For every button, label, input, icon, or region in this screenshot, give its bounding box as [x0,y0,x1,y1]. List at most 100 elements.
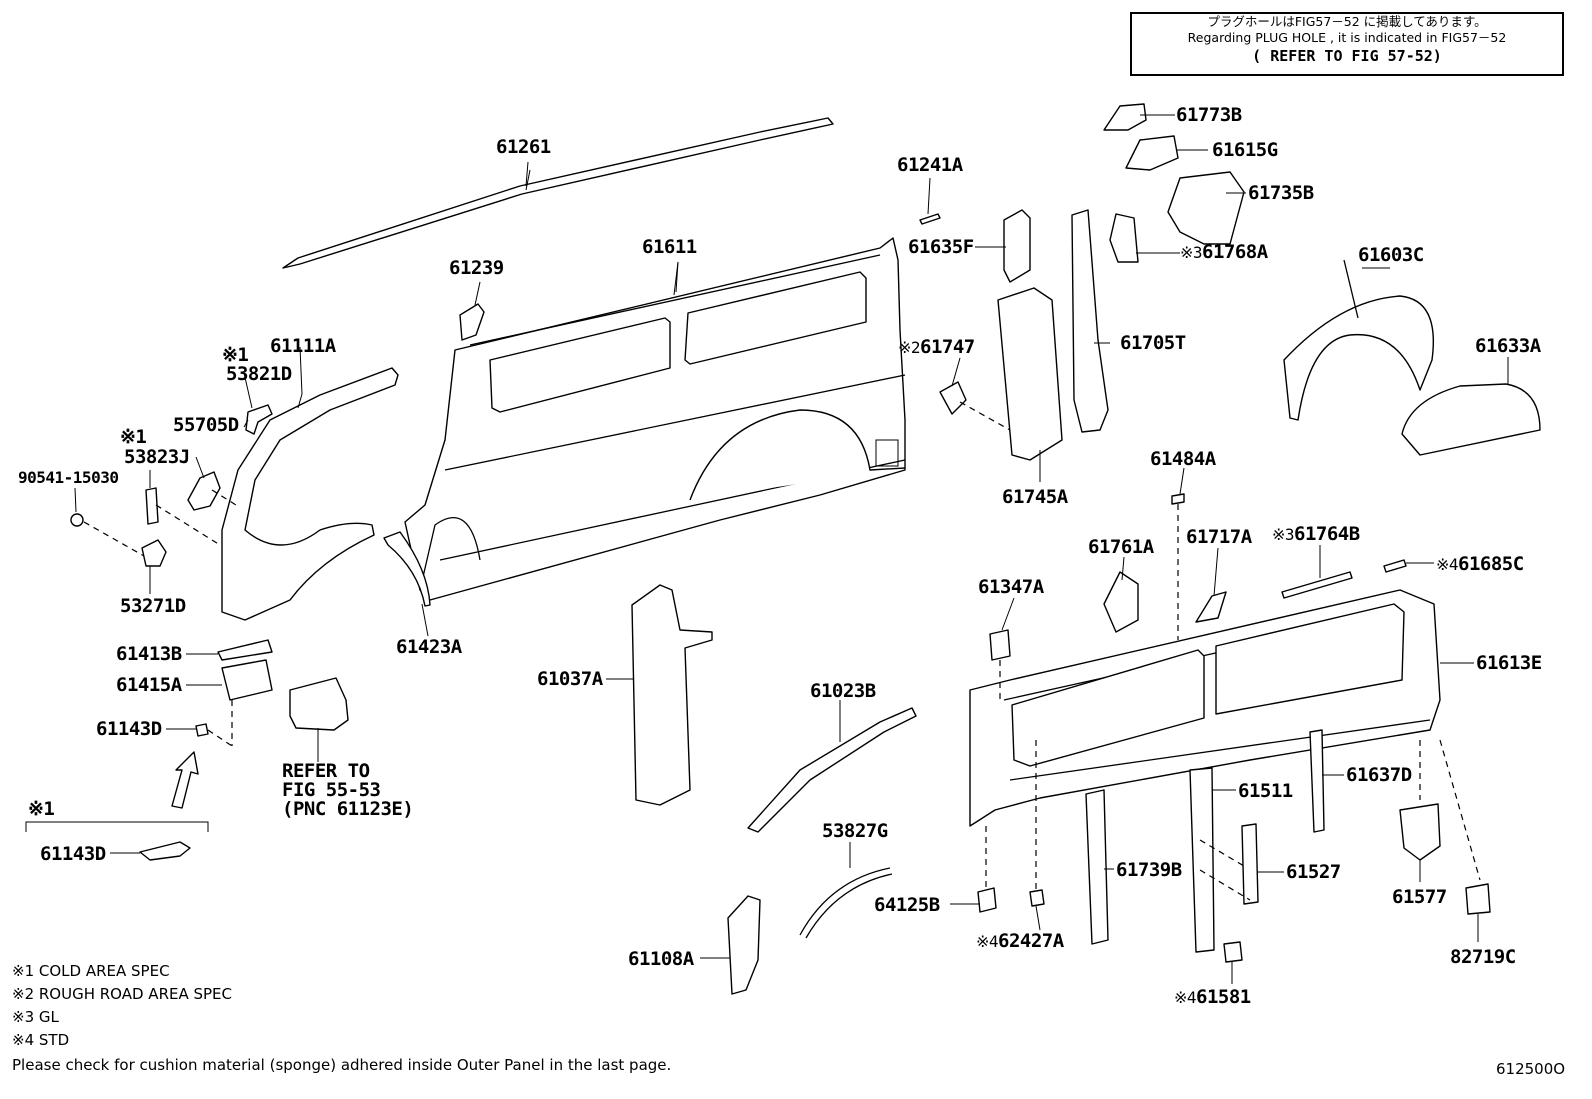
part-61747 [939,381,967,415]
label-61037A[interactable]: 61037A [537,668,603,690]
label-61761A[interactable]: 61761A [1088,536,1154,558]
part-61577 [1399,803,1441,861]
part-61108A [727,895,761,995]
label-61511[interactable]: 61511 [1238,780,1293,802]
label-61717A[interactable]: 61717A [1186,526,1252,548]
label-61581[interactable]: ※461581 [1174,988,1251,1007]
note-line-jp: プラグホールはFIG57－52 に掲載してあります。 [1207,14,1487,29]
label-61143D-a[interactable]: 61143D [96,718,162,740]
label-61637D[interactable]: 61637D [1346,764,1412,786]
label-61603C[interactable]: 61603C [1358,244,1424,266]
label-61745A[interactable]: 61745A [1002,486,1068,508]
label-61747[interactable]: ※261747 [898,338,975,357]
label-61764B-text: 61764B [1294,523,1360,545]
label-90541-15030[interactable]: 90541-15030 [18,468,119,487]
part-61768A [1109,213,1139,263]
label-61111A[interactable]: 61111A [270,335,336,357]
part-61739B [1085,789,1109,945]
label-62427A-text: 62427A [998,930,1064,952]
label-61413B[interactable]: 61413B [116,643,182,665]
label-61239[interactable]: 61239 [449,257,504,279]
part-61637D [1309,729,1325,833]
label-61705T[interactable]: 61705T [1120,332,1186,354]
label-61577[interactable]: 61577 [1392,886,1447,908]
liner-61423A [383,531,431,607]
label-61768A-text: 61768A [1202,241,1268,263]
label-61735B[interactable]: 61735B [1248,182,1314,204]
label-61685C-text: 61685C [1458,553,1524,575]
label-61685C[interactable]: ※461685C [1436,555,1524,574]
part-62427A [1029,889,1045,907]
part-61511 [1189,767,1215,953]
cold-area-bracket [25,821,209,832]
part-53821D [245,404,273,435]
pillar-61635F [1003,209,1031,283]
part-61527 [1241,823,1259,905]
member-61023B [747,707,917,833]
label-64125B[interactable]: 64125B [874,894,940,916]
label-61581-text: 61581 [1196,986,1251,1008]
mark-3-b: ※3 [1272,525,1295,544]
label-61773B[interactable]: 61773B [1176,104,1242,126]
label-61423A[interactable]: 61423A [396,636,462,658]
part-61717A [1195,591,1227,623]
label-61768A[interactable]: ※361768A [1180,243,1268,262]
label-53271D[interactable]: 53271D [120,595,186,617]
note-line-en: Regarding PLUG HOLE , it is indicated in… [1187,30,1507,45]
label-61261[interactable]: 61261 [496,136,551,158]
label-61633A[interactable]: 61633A [1475,335,1541,357]
strip-53827G [799,867,893,939]
label-61143D-b[interactable]: 61143D [40,843,106,865]
part-61581 [1223,941,1243,963]
part-61347A [989,629,1011,661]
label-61747-text: 61747 [920,336,975,358]
label-61023B[interactable]: 61023B [810,680,876,702]
label-55705D[interactable]: 55705D [173,414,239,436]
part-61735B [1167,171,1245,245]
label-61764B[interactable]: ※361764B [1272,525,1360,544]
part-61413B [217,639,273,661]
label-61613E[interactable]: 61613E [1476,652,1542,674]
label-61347A[interactable]: 61347A [978,576,1044,598]
pillar-61705T [1071,209,1109,433]
label-61241A[interactable]: 61241A [897,154,963,176]
part-90541 [70,513,84,527]
label-82719C[interactable]: 82719C [1450,946,1516,968]
roof-rail-61261 [282,117,834,269]
refer-line-3: (PNC 61123E) [282,798,414,820]
label-61615G[interactable]: 61615G [1212,139,1278,161]
legend-rough-road: ※2 ROUGH ROAD AREA SPEC [12,985,233,1003]
label-53827G[interactable]: 53827G [822,820,888,842]
mark-2: ※2 [898,338,921,357]
mark-1-c: ※1 [28,798,55,820]
side-outer-panel-61611 [404,237,906,601]
label-61527[interactable]: 61527 [1286,861,1341,883]
part-61773B [1103,103,1147,131]
legend-std: ※4 STD [12,1031,70,1049]
part-64125B [977,887,997,913]
label-61108A[interactable]: 61108A [628,948,694,970]
mark-3: ※3 [1180,243,1203,262]
label-61739B[interactable]: 61739B [1116,859,1182,881]
figure-code: 612500O [1496,1060,1566,1078]
label-61484A[interactable]: 61484A [1150,448,1216,470]
label-62427A[interactable]: ※462427A [976,932,1064,951]
part-61143D-a [195,723,209,737]
mark-4-c: ※4 [1174,988,1197,1007]
part-61761A [1103,571,1139,633]
label-53821D[interactable]: 53821D [226,363,292,385]
side-inner-panel-61613E [969,589,1441,827]
label-61415A[interactable]: 61415A [116,674,182,696]
wheel-house-inner-61603C [1283,295,1434,421]
pillar-61037A [631,584,713,806]
refer-line-1: REFER TO [282,760,370,782]
refer-line-2: FIG 55-53 [282,779,381,801]
label-61611[interactable]: 61611 [642,236,697,258]
footnote: Please check for cushion material (spong… [12,1056,672,1074]
legend-cold-area: ※1 COLD AREA SPEC [12,962,170,980]
label-61635F[interactable]: 61635F [908,236,974,258]
label-53823J[interactable]: 53823J [124,446,190,468]
front-side-panel-61111A [221,367,399,621]
